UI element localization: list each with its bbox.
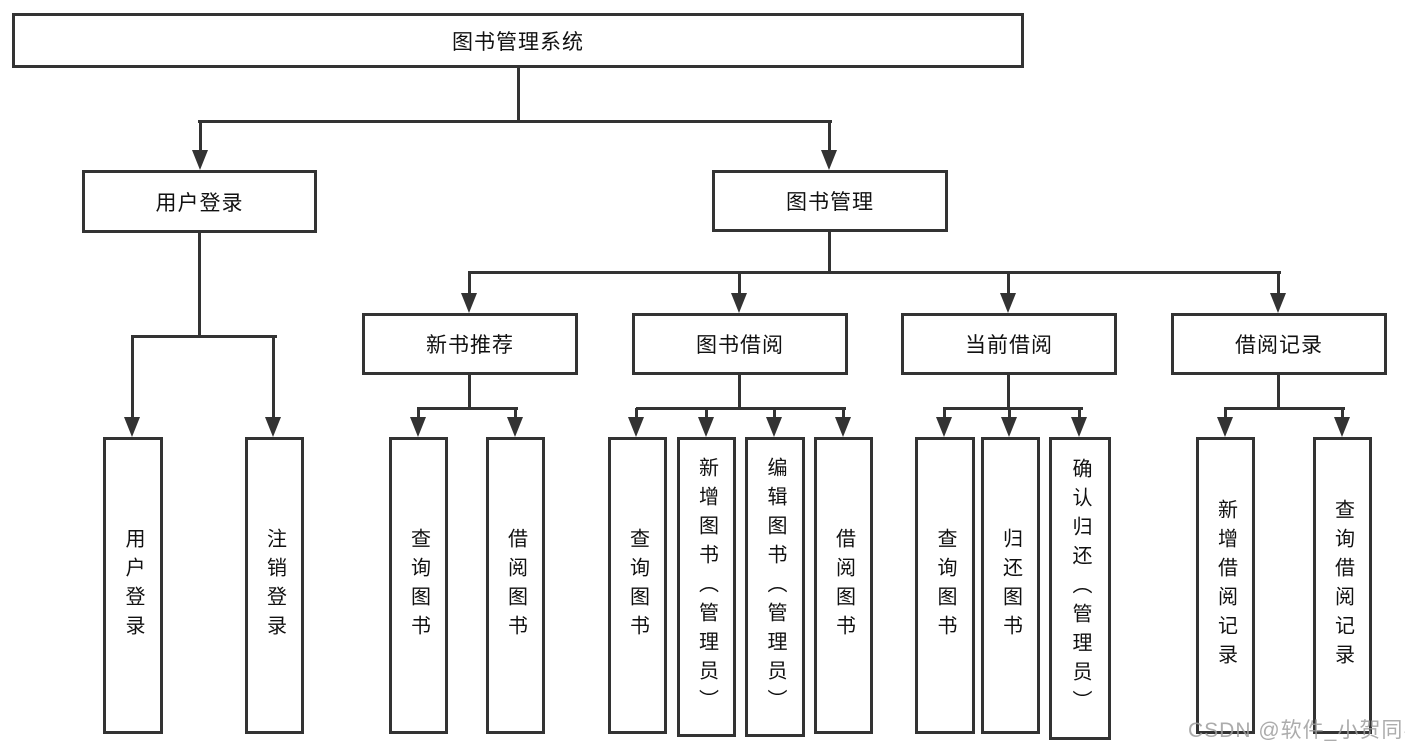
leaf-bb-query-books: 查询图书 <box>608 437 667 734</box>
arrow-bb-add <box>698 408 715 437</box>
arrow-to-book-mgmt <box>821 121 838 170</box>
edge-root-branch <box>198 120 832 123</box>
node-book-borrow-label: 图书借阅 <box>696 334 784 357</box>
arrow-to-new-book-rec <box>461 272 478 313</box>
node-user-login-label: 用户登录 <box>155 191 244 215</box>
leaf-nbr-borrow-books: 借阅图书 <box>486 437 545 734</box>
leaf-user-login-label: 用户登录 <box>122 527 144 644</box>
edge-root-stub <box>517 66 520 123</box>
node-root-label: 图书管理系统 <box>452 30 584 54</box>
leaf-br-add-record-label: 新增借阅记录 <box>1214 498 1237 673</box>
node-user-login: 用户登录 <box>82 170 317 233</box>
arrow-to-book-borrow <box>731 272 748 313</box>
arrow-to-borrow-records <box>1270 272 1287 313</box>
arrow-to-leaf-logout <box>265 336 282 437</box>
arrow-cb-confirm <box>1071 408 1088 437</box>
edge-user-login-stub <box>198 231 201 337</box>
edge-book-borrow-stub <box>738 373 741 410</box>
leaf-br-add-record: 新增借阅记录 <box>1196 437 1255 734</box>
node-book-mgmt-label: 图书管理 <box>786 191 874 214</box>
edge-new-book-rec-stub <box>468 373 471 410</box>
leaf-cb-confirm-return-label: 确认归还（管理员） <box>1069 458 1091 719</box>
arrow-to-user-login <box>192 121 209 170</box>
leaf-bb-borrow-books: 借阅图书 <box>814 437 873 734</box>
edge-current-borrow-branch <box>943 407 1083 410</box>
leaf-br-query-record: 查询借阅记录 <box>1313 437 1372 734</box>
arrow-nbr-borrow <box>507 408 524 437</box>
node-borrow-records: 借阅记录 <box>1171 313 1387 375</box>
leaf-nbr-query-books: 查询图书 <box>389 437 448 734</box>
arrow-to-leaf-user-login <box>124 336 141 437</box>
node-book-mgmt: 图书管理 <box>712 170 948 232</box>
leaf-cb-return-books: 归还图书 <box>981 437 1040 734</box>
leaf-bb-query-books-label: 查询图书 <box>626 527 649 644</box>
edge-book-mgmt-branch <box>468 271 1281 274</box>
edge-borrow-records-stub <box>1277 373 1280 410</box>
leaf-cb-query-books: 查询图书 <box>915 437 975 734</box>
leaf-nbr-query-books-label: 查询图书 <box>407 527 430 644</box>
arrow-br-add <box>1217 408 1234 437</box>
edge-new-book-rec-branch <box>417 407 518 410</box>
node-book-borrow: 图书借阅 <box>632 313 848 375</box>
leaf-br-query-record-label: 查询借阅记录 <box>1331 498 1354 673</box>
leaf-bb-edit-books-label: 编辑图书（管理员） <box>764 456 786 718</box>
watermark: CSDN @软件_小贺同学 <box>1188 719 1405 742</box>
node-new-book-rec-label: 新书推荐 <box>426 334 514 357</box>
leaf-bb-borrow-books-label: 借阅图书 <box>832 527 855 644</box>
edge-book-mgmt-stub <box>828 230 831 274</box>
leaf-nbr-borrow-books-label: 借阅图书 <box>504 527 527 644</box>
edge-user-login-branch <box>131 335 277 338</box>
leaf-cb-return-books-label: 归还图书 <box>999 527 1022 644</box>
edge-book-borrow-branch <box>636 407 846 410</box>
edge-borrow-records-branch <box>1224 407 1345 410</box>
arrow-br-query <box>1334 408 1351 437</box>
leaf-bb-edit-books: 编辑图书（管理员） <box>745 437 805 737</box>
leaf-cb-confirm-return: 确认归还（管理员） <box>1049 437 1111 740</box>
leaf-cb-query-books-label: 查询图书 <box>934 527 956 644</box>
leaf-bb-add-books-label: 新增图书（管理员） <box>695 456 718 718</box>
arrow-bb-edit <box>766 408 783 437</box>
node-current-borrow-label: 当前借阅 <box>965 334 1053 357</box>
leaf-logout-login: 注销登录 <box>245 437 304 734</box>
leaf-user-login: 用户登录 <box>103 437 163 734</box>
arrow-to-current-borrow <box>1000 272 1017 313</box>
node-root: 图书管理系统 <box>12 13 1024 68</box>
leaf-bb-add-books: 新增图书（管理员） <box>677 437 736 737</box>
arrow-bb-borrow <box>835 408 852 437</box>
node-current-borrow: 当前借阅 <box>901 313 1117 375</box>
arrow-nbr-query <box>410 408 427 437</box>
arrow-cb-return <box>1001 408 1018 437</box>
node-borrow-records-label: 借阅记录 <box>1235 334 1323 357</box>
edge-current-borrow-stub <box>1007 373 1010 410</box>
node-new-book-rec: 新书推荐 <box>362 313 578 375</box>
arrow-bb-query <box>628 408 645 437</box>
leaf-logout-login-label: 注销登录 <box>263 527 286 644</box>
arrow-cb-query <box>936 408 953 437</box>
